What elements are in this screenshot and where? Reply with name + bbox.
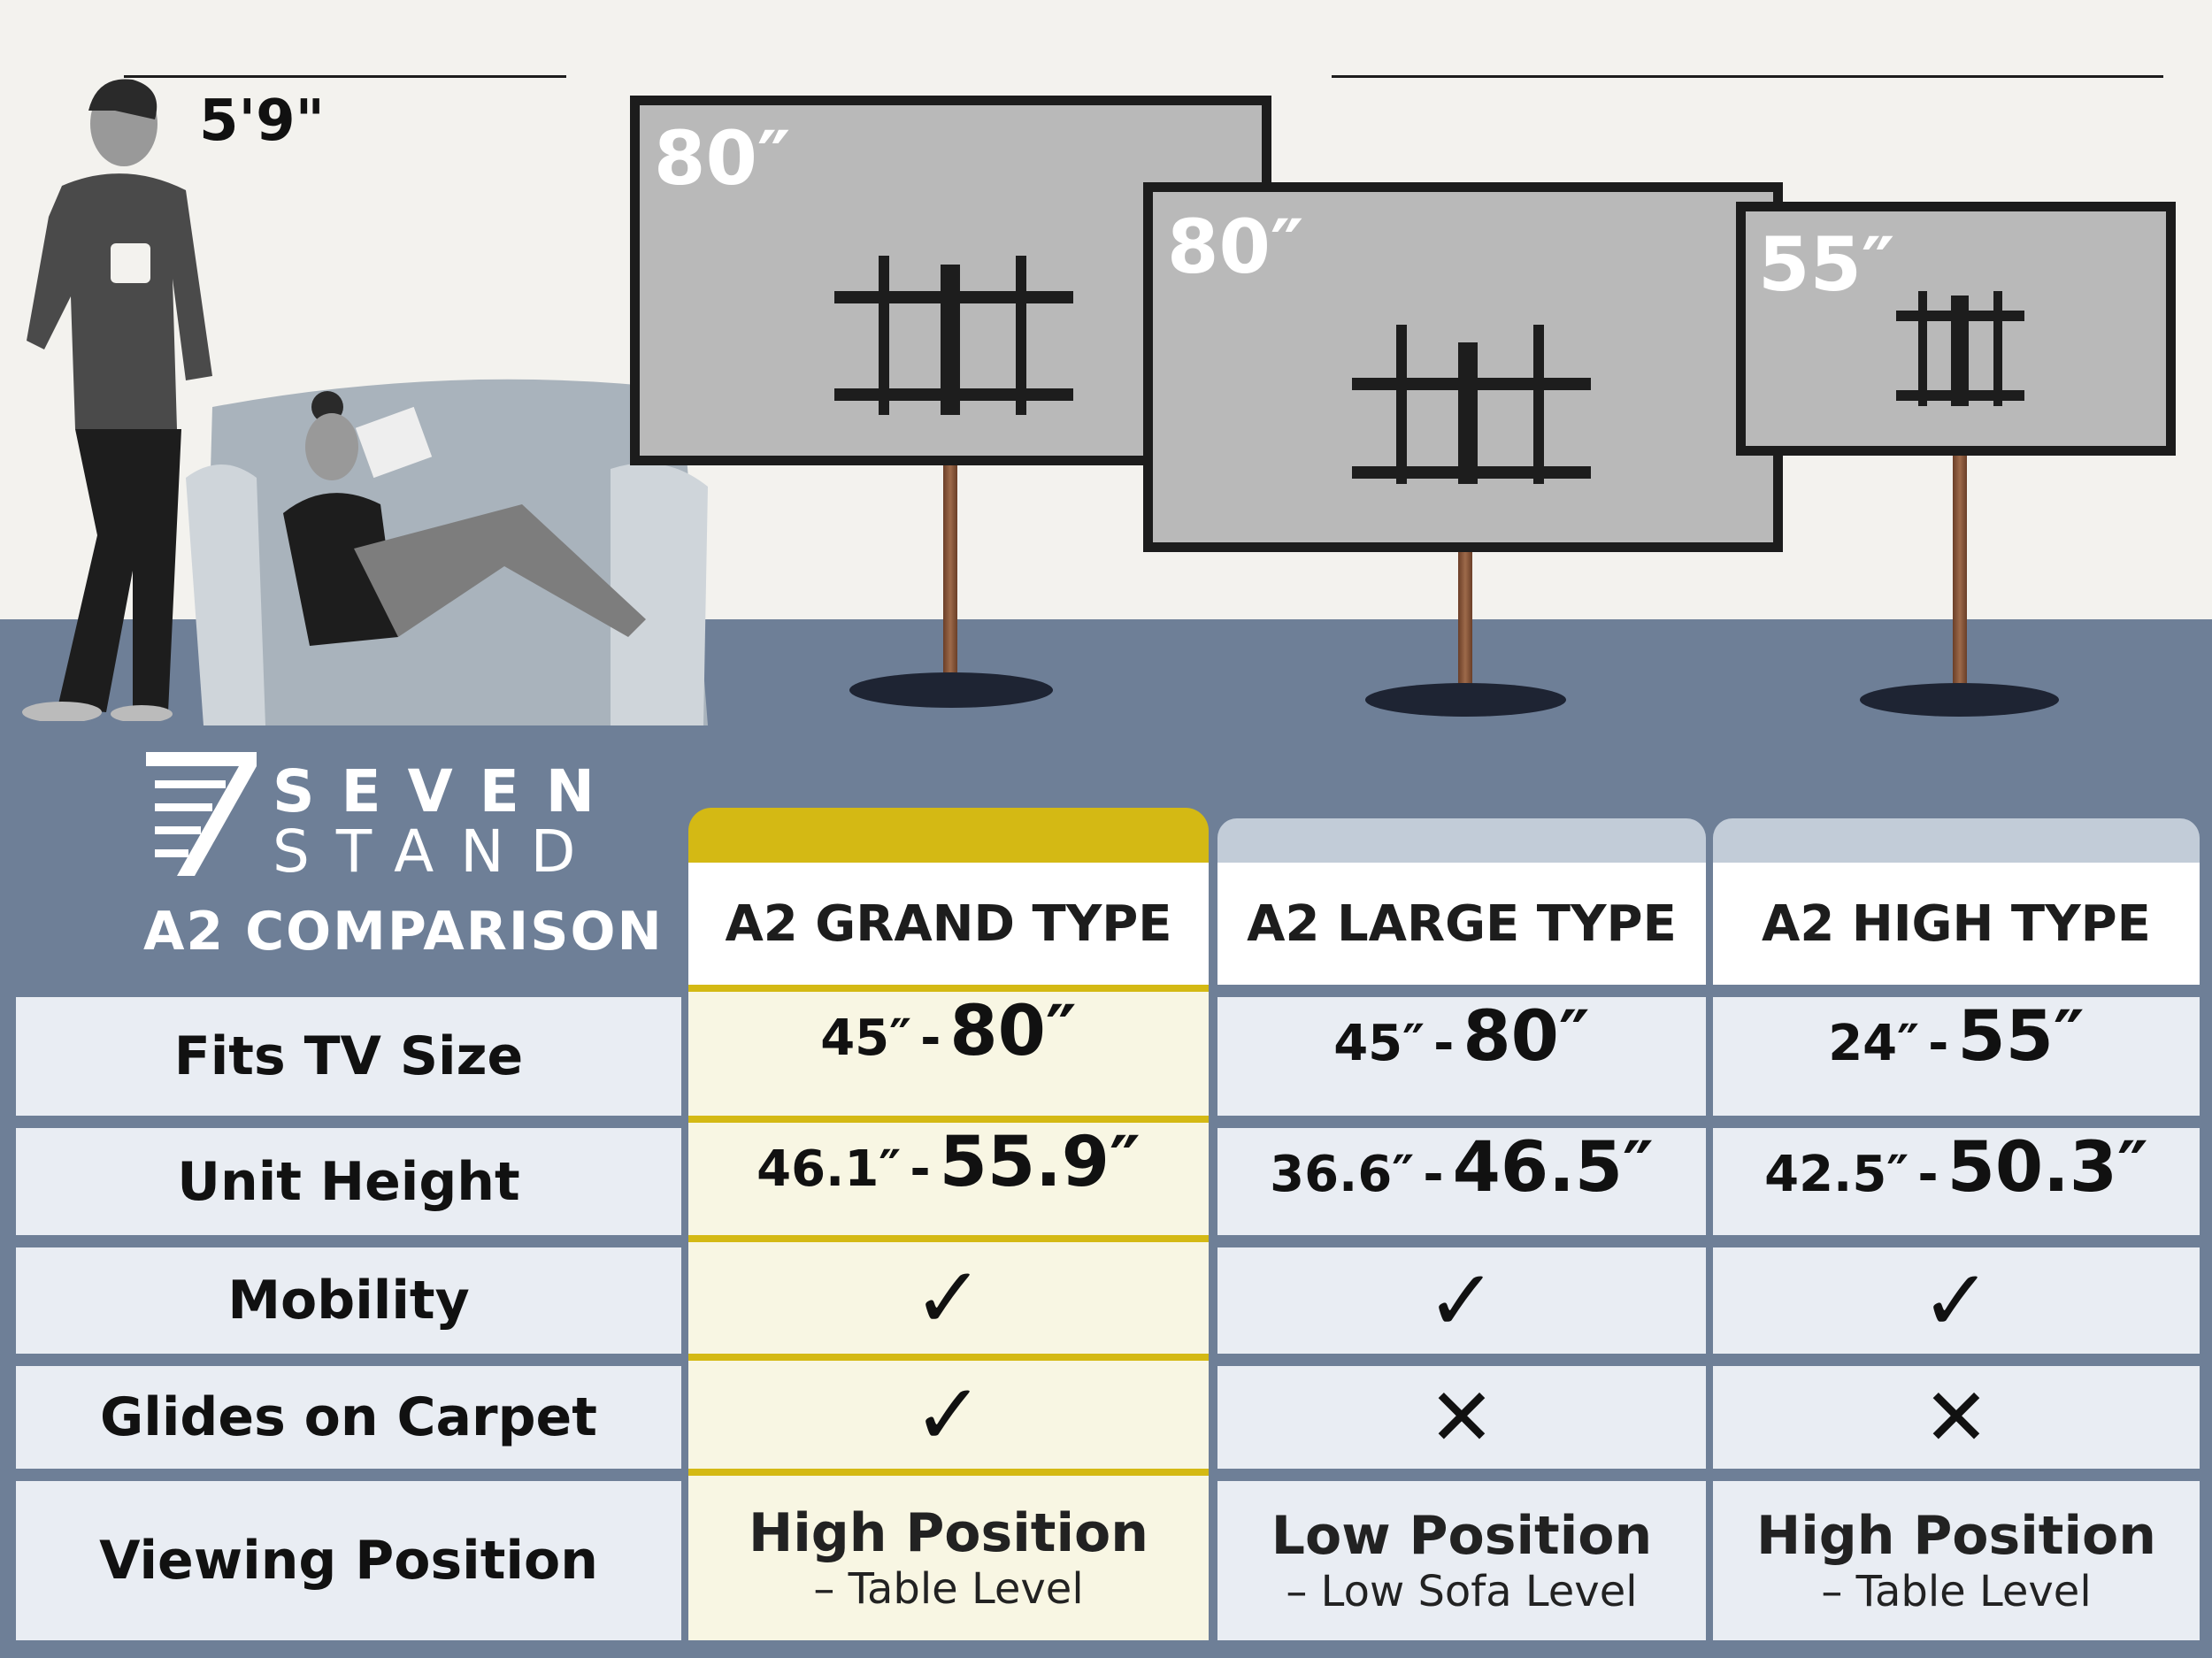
- person-height-label: 5'9": [199, 88, 325, 154]
- comparison-title: A2 COMPARISON: [143, 901, 664, 963]
- stand-base-large: [1365, 683, 1566, 717]
- position-main-text: Low Position: [1271, 1505, 1653, 1567]
- min-value: 46.1″: [757, 1140, 902, 1198]
- stand-pole-grand: [943, 389, 957, 699]
- grand-separator: [688, 1235, 1209, 1242]
- tv-screen-high: 55″: [1736, 202, 2176, 456]
- cell-unit-height-large: 36.6″ - 46.5″: [1217, 1128, 1706, 1235]
- range-separator: -: [1423, 1146, 1444, 1203]
- grand-separator: [688, 1469, 1209, 1476]
- min-value: 45″: [1333, 1015, 1425, 1072]
- column-header-high: A2 HIGH TYPE: [1713, 863, 2200, 985]
- cell-fits-tv-size-high: 24″ - 55″: [1713, 997, 2200, 1116]
- position-main-text: High Position: [749, 1502, 1148, 1564]
- range-separator: -: [920, 1009, 941, 1067]
- max-value: 80″: [1463, 997, 1590, 1077]
- seven-stand-logo-icon: [146, 752, 257, 876]
- column-header-large: A2 LARGE TYPE: [1217, 863, 1706, 985]
- header-cap-high: [1713, 818, 2200, 863]
- max-value: 80″: [949, 992, 1077, 1071]
- checkmark-icon: ✓: [1217, 1247, 1706, 1354]
- cell-unit-height-grand: 46.1″ - 55.9″: [688, 1123, 1209, 1235]
- position-main-text: High Position: [1756, 1505, 2156, 1567]
- range-separator: -: [1433, 1015, 1455, 1072]
- vesa-mount-bracket-high: [1896, 291, 2024, 406]
- row-label-mobility: Mobility: [16, 1247, 681, 1354]
- cross-icon: ✕: [1217, 1366, 1706, 1469]
- range-separator: -: [1928, 1015, 1949, 1072]
- min-value: 24″: [1828, 1015, 1920, 1072]
- grand-separator: [688, 985, 1209, 992]
- max-value: 55.9″: [939, 1123, 1141, 1202]
- max-value: 46.5″: [1452, 1128, 1654, 1208]
- cell-unit-height-high: 42.5″ - 50.3″: [1713, 1128, 2200, 1235]
- max-value: 50.3″: [1947, 1128, 2148, 1208]
- position-sub-text: – Low Sofa Level: [1286, 1567, 1638, 1616]
- checkmark-icon: ✓: [688, 1361, 1209, 1469]
- brand-name-stand: STAND: [273, 817, 603, 886]
- max-value: 55″: [1957, 997, 2085, 1077]
- header-cap-grand: [688, 808, 1209, 863]
- header-cap-large: [1217, 818, 1706, 863]
- cell-viewing-position-large: Low Position – Low Sofa Level: [1217, 1481, 1706, 1640]
- height-guide-line-right: [1332, 75, 2163, 78]
- min-value: 36.6″: [1270, 1146, 1415, 1203]
- checkmark-icon: ✓: [1713, 1247, 2200, 1354]
- sofa-with-woman-illustration: [186, 379, 708, 725]
- vesa-mount-bracket-large: [1352, 325, 1591, 484]
- stand-pole-high: [1953, 447, 1967, 703]
- tv-size-label-high: 55″: [1758, 221, 1895, 308]
- tv-size-label-grand: 80″: [654, 115, 791, 202]
- tv-screen-large: 80″: [1143, 182, 1783, 552]
- row-label-viewing-position: Viewing Position: [16, 1481, 681, 1640]
- column-header-grand: A2 GRAND TYPE: [688, 863, 1209, 985]
- position-sub-text: – Table Level: [1821, 1567, 2092, 1616]
- range-separator: -: [910, 1140, 931, 1198]
- row-label-fits-tv-size: Fits TV Size: [16, 997, 681, 1116]
- cross-icon: ✕: [1713, 1366, 2200, 1469]
- brand-name-seven: SEVEN: [273, 757, 622, 825]
- checkmark-icon: ✓: [688, 1242, 1209, 1354]
- cell-viewing-position-grand: High Position – Table Level: [688, 1476, 1209, 1640]
- row-label-glides-on-carpet: Glides on Carpet: [16, 1366, 681, 1469]
- grand-separator: [688, 1354, 1209, 1361]
- row-label-unit-height: Unit Height: [16, 1128, 681, 1235]
- standing-person-illustration: [22, 79, 212, 721]
- stand-base-grand: [849, 672, 1053, 708]
- range-separator: -: [1917, 1146, 1939, 1203]
- vesa-mount-bracket-grand: [834, 256, 1073, 415]
- min-value: 45″: [820, 1009, 912, 1067]
- grand-separator: [688, 1116, 1209, 1123]
- height-guide-line-left: [124, 75, 566, 78]
- tv-size-label-large: 80″: [1167, 203, 1304, 290]
- min-value: 42.5″: [1764, 1146, 1909, 1203]
- stand-base-high: [1860, 683, 2059, 717]
- cell-fits-tv-size-large: 45″ - 80″: [1217, 997, 1706, 1116]
- cell-viewing-position-high: High Position – Table Level: [1713, 1481, 2200, 1640]
- cell-fits-tv-size-grand: 45″ - 80″: [688, 992, 1209, 1116]
- position-sub-text: – Table Level: [813, 1564, 1084, 1614]
